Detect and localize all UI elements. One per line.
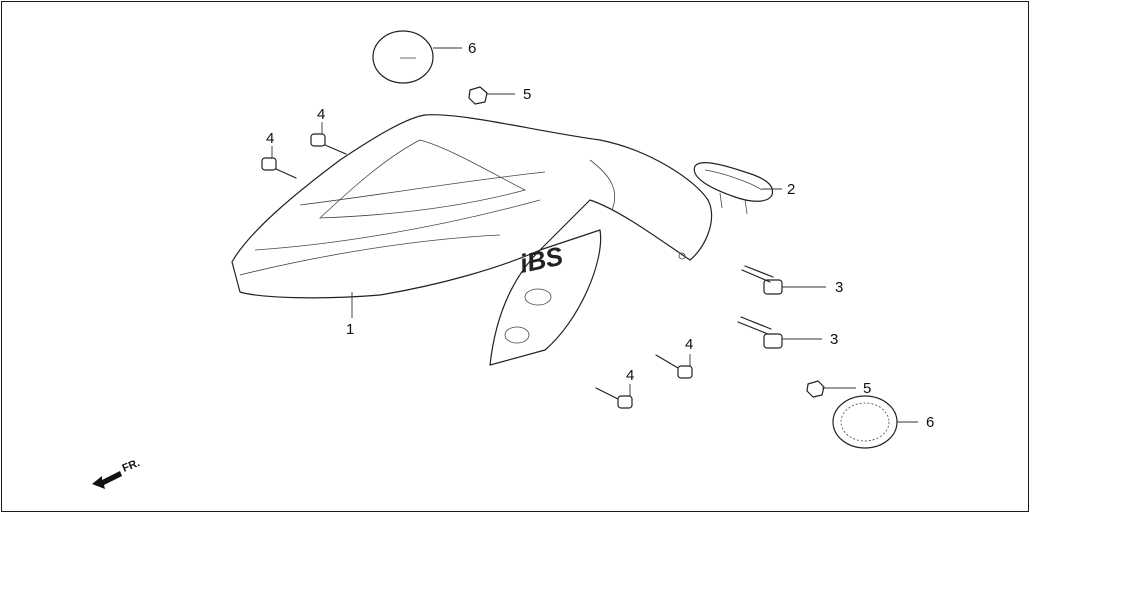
front-label: FR. — [121, 457, 142, 475]
front-fender-part: iBS — [231, 114, 713, 366]
nut-part-lower — [806, 380, 825, 398]
screw-part-d — [595, 387, 633, 409]
callout-5-lower: 5 — [863, 380, 871, 397]
bolt-part-lower — [737, 316, 783, 349]
callout-4-c: 4 — [685, 336, 693, 353]
bracket-part — [693, 162, 774, 215]
callout-2: 2 — [787, 181, 795, 198]
callout-4-b: 4 — [317, 106, 325, 123]
callout-6-lower: 6 — [926, 414, 934, 431]
diagram-frame — [1, 1, 1029, 512]
screw-part-b — [310, 133, 347, 155]
fender-logo: iBS — [517, 240, 566, 278]
callout-numbers: 1 2 3 3 4 4 4 4 5 5 6 6 — [266, 40, 934, 431]
screw-part-a — [261, 157, 297, 179]
nut-part-upper — [468, 86, 488, 105]
front-direction-indicator: FR. — [92, 457, 142, 489]
callout-3-lower: 3 — [830, 331, 838, 348]
callout-4-d: 4 — [626, 367, 634, 384]
callout-3-upper: 3 — [835, 279, 843, 296]
screw-part-c — [655, 354, 693, 379]
leader-lines — [271, 47, 918, 423]
callout-1: 1 — [346, 321, 354, 338]
callout-5-upper: 5 — [523, 86, 531, 103]
callout-4-a: 4 — [266, 130, 274, 147]
callout-6-upper: 6 — [468, 40, 476, 57]
reflector-part-lower — [832, 395, 898, 449]
bolt-part-upper — [741, 265, 783, 295]
front-arrow-icon — [92, 471, 122, 489]
reflector-part-upper — [372, 30, 434, 84]
